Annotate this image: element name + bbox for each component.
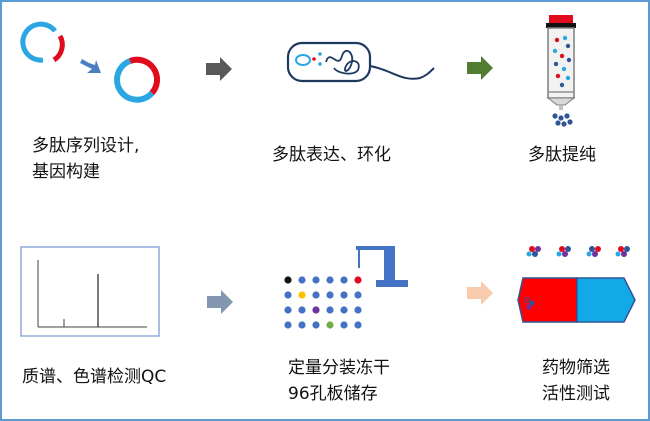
- well-plate-icon: [284, 276, 362, 329]
- small-arrow-icon: [80, 59, 101, 73]
- step-6-label: 药物筛选 活性测试: [542, 355, 610, 407]
- step-4-line1: 质谱、色谱检测QC: [22, 367, 167, 387]
- step-1-line1: 多肽序列设计,: [32, 136, 140, 156]
- bacterium-cell-icon: [286, 41, 435, 83]
- purification-column-icon: [546, 15, 576, 127]
- step-5-label: 定量分装冻干 96孔板储存: [288, 355, 390, 407]
- step-1-label: 多肽序列设计, 基因构建: [32, 133, 139, 185]
- step-6-line2: 活性测试: [542, 384, 610, 404]
- step-5-line2: 96孔板储存: [288, 384, 378, 404]
- step-1-line2: 基因构建: [32, 162, 100, 182]
- step-2-line1: 多肽表达、环化: [272, 145, 391, 165]
- dispenser-icon: [356, 246, 408, 287]
- spectrum-chart-icon: [20, 246, 160, 337]
- step-3-label: 多肽提纯: [528, 142, 596, 168]
- arrow-steel-icon: [207, 290, 233, 314]
- arrow-peach-icon: [467, 281, 493, 305]
- step-2-label: 多肽表达、环化: [272, 142, 391, 168]
- ligand-cluster-icons: [526, 246, 630, 257]
- linear-dna-icon: [20, 21, 65, 63]
- arrow-gray-icon: [206, 57, 232, 81]
- step-4-label: 质谱、色谱检测QC: [22, 364, 166, 390]
- arrow-green-icon: [467, 56, 493, 80]
- step-6-line1: 药物筛选: [542, 358, 610, 378]
- step-3-line1: 多肽提纯: [528, 145, 596, 165]
- screening-bar-icon: [517, 277, 636, 323]
- circular-plasmid-icon: [114, 56, 161, 103]
- step-5-line1: 定量分装冻干: [288, 358, 390, 378]
